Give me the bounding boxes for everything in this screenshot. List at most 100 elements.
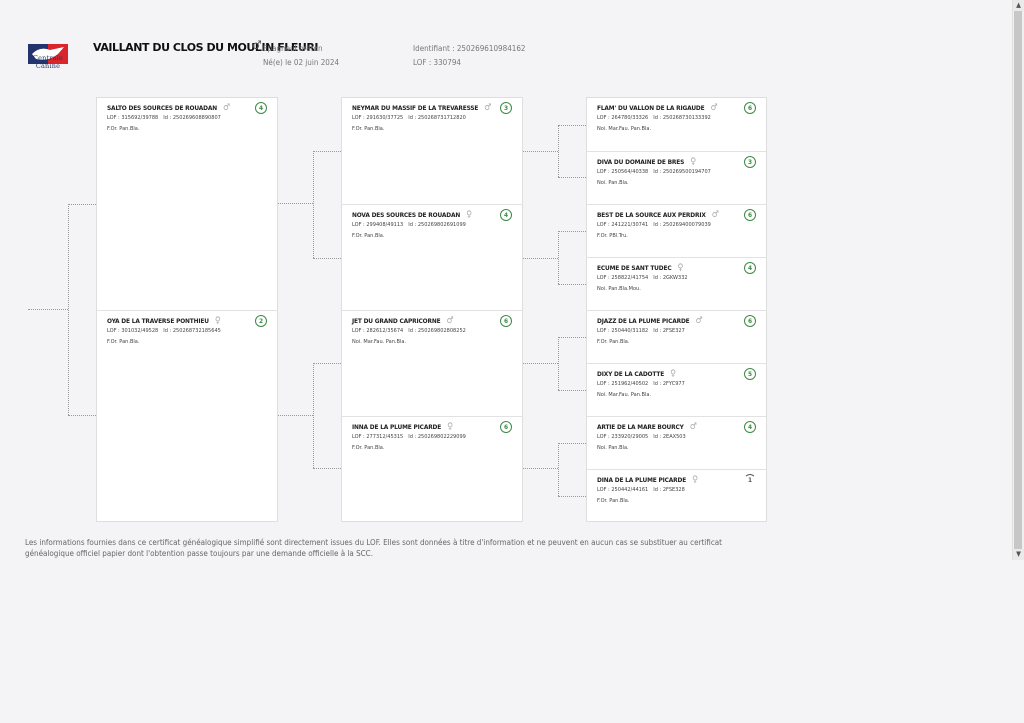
ancestor-entry: NEYMAR DU MASSIF DE LA TREVARESSE♂ LOF : … bbox=[342, 98, 522, 204]
generation-badge: 3 bbox=[500, 102, 512, 114]
ancestor-lof: LOF : 264780/33326 bbox=[597, 115, 649, 121]
male-icon: ♂ bbox=[446, 316, 454, 326]
ancestor-registration: LOF : 301032/49528 Id : 250268732185645 bbox=[107, 327, 277, 335]
ancestor-lof: LOF : 250440/31182 bbox=[597, 328, 649, 334]
generation-badge: 6 bbox=[500, 421, 512, 433]
ancestor-lof: LOF : 241221/30741 bbox=[597, 222, 649, 228]
ancestor-color: Noi. Mar.Fau. Pan.Bla. bbox=[352, 339, 407, 345]
ancestor-id: Id : 250269400079039 bbox=[653, 222, 711, 228]
ancestor-name: NOVA DES SOURCES DE ROUADAN♀ bbox=[352, 210, 472, 220]
ancestor-color: Noi. Pan.Bla. bbox=[597, 445, 629, 451]
ancestor-id: Id : 2EAX503 bbox=[653, 434, 686, 440]
ancestor-color: Noi. Pan.Bla.Mou. bbox=[597, 286, 641, 292]
ancestor-lof: LOF : 250564/40338 bbox=[597, 169, 649, 175]
ancestor-name: ARTIE DE LA MARE BOURCY♂ bbox=[597, 422, 697, 432]
female-icon: ♀ bbox=[670, 369, 676, 379]
generation-badge: 4 bbox=[500, 209, 512, 221]
ancestor-color: Noi. Mar.Fau. Pan.Bla. bbox=[597, 392, 652, 398]
generation-badge: 4 bbox=[255, 102, 267, 114]
centrale-canine-logo bbox=[28, 44, 68, 64]
ancestor-entry: DJAZZ DE LA PLUME PICARDE♂LOF : 250440/3… bbox=[587, 310, 766, 363]
female-icon: ♀ bbox=[214, 316, 221, 326]
generation-3-card: FLAM' DU VALLON DE LA RIGAUDE♂LOF : 2647… bbox=[586, 97, 767, 522]
male-icon: ♂ bbox=[252, 38, 262, 52]
ancestor-name: FLAM' DU VALLON DE LA RIGAUDE♂ bbox=[597, 103, 718, 113]
ancestor-name: INNA DE LA PLUME PICARDE♀ bbox=[352, 422, 453, 432]
male-icon: ♂ bbox=[711, 210, 719, 220]
ancestor-entry: OYA DE LA TRAVERSE PONTHIEU♀LOF : 301032… bbox=[97, 310, 277, 522]
ancestor-color: F.Or. Pan.Bla. bbox=[597, 339, 630, 345]
ancestor-color: F.Or. Pan.Bla. bbox=[597, 498, 630, 504]
ancestor-color: F.Or. PBl.Tru. bbox=[597, 233, 628, 239]
ancestor-lof: LOF : 250442/44161 bbox=[597, 487, 649, 493]
ancestor-color: Noi. Pan.Bla. bbox=[597, 180, 629, 186]
ancestor-name: DIVA DU DOMAINE DE BRES♀ bbox=[597, 157, 696, 167]
ancestor-registration: LOF : 299408/49113 Id : 250269802691099 bbox=[352, 221, 522, 229]
generation-badge: 5 bbox=[744, 368, 756, 380]
ancestor-id: Id : 250269500194707 bbox=[653, 169, 711, 175]
ancestor-name: OYA DE LA TRAVERSE PONTHIEU♀ bbox=[107, 316, 221, 326]
ancestor-color: F.Or. Pan.Bla. bbox=[107, 126, 140, 132]
ancestor-lof: LOF : 258822/41754 bbox=[597, 275, 649, 281]
ancestor-name: ECUME DE SANT TUDEC♀ bbox=[597, 263, 684, 273]
ancestor-lof: LOF : 291630/37725 bbox=[352, 115, 404, 121]
generation-badge: 6 bbox=[744, 102, 756, 114]
ancestor-color: F.Or. Pan.Bla. bbox=[352, 233, 385, 239]
generation-badge: 6 bbox=[744, 315, 756, 327]
ancestor-registration: LOF : 250440/31182 Id : 2FSE327 bbox=[597, 327, 766, 335]
ancestor-color: Noi. Mar.Fau. Pan.Bla. bbox=[597, 126, 652, 132]
ancestor-name: JET DU GRAND CAPRICORNE♂ bbox=[352, 316, 454, 326]
ancestor-entry: INNA DE LA PLUME PICARDE♀LOF : 277312/45… bbox=[342, 416, 522, 522]
ancestor-id: Id : 2FSE327 bbox=[653, 328, 685, 334]
vertical-scrollbar[interactable]: ▲ ▼ bbox=[1012, 0, 1024, 560]
ancestor-registration: LOF : 241221/30741 Id : 250269400079039 bbox=[597, 221, 766, 229]
ancestor-lof: LOF : 282612/35674 bbox=[352, 328, 404, 334]
ancestor-lof: LOF : 277312/45315 bbox=[352, 434, 404, 440]
generation-badge: 4 bbox=[744, 421, 756, 433]
ancestor-id: Id : 250268732185645 bbox=[163, 328, 221, 334]
ancestor-id: Id : 250269802691099 bbox=[408, 222, 466, 228]
ancestor-lof: LOF : 233920/29005 bbox=[597, 434, 649, 440]
scroll-thumb[interactable] bbox=[1014, 11, 1022, 549]
generation-badge: 2 bbox=[255, 315, 267, 327]
female-icon: ♀ bbox=[692, 475, 698, 485]
ancestor-registration: LOF : 233920/29005 Id : 2EAX503 bbox=[597, 433, 766, 441]
ancestor-entry: ARTIE DE LA MARE BOURCY♂LOF : 233920/290… bbox=[587, 416, 766, 469]
male-icon: ♂ bbox=[689, 422, 697, 432]
ancestor-color: F.Or. Pan.Bla. bbox=[107, 339, 140, 345]
ancestor-id: Id : 2FSE328 bbox=[653, 487, 685, 493]
ancestor-id: Id : 250269802808252 bbox=[408, 328, 466, 334]
generation-badge: 4 bbox=[744, 262, 756, 274]
ancestor-id: Id : 250269802229099 bbox=[408, 434, 466, 440]
breed: Epagneul breton bbox=[263, 44, 323, 53]
logo-text: Centrale Canine bbox=[32, 54, 64, 70]
scroll-up-arrow-icon[interactable]: ▲ bbox=[1013, 0, 1024, 11]
female-icon: ♀ bbox=[690, 157, 696, 167]
female-icon: ♀ bbox=[447, 422, 453, 432]
ancestor-entry: BEST DE LA SOURCE AUX PERDRIX♂LOF : 2412… bbox=[587, 204, 766, 257]
birth-date: Né(e) le 02 juin 2024 bbox=[263, 58, 340, 67]
ancestor-id: Id : 2FYC977 bbox=[653, 381, 685, 387]
ancestor-id: Id : 2GKW332 bbox=[653, 275, 688, 281]
ancestor-lof: LOF : 251962/40502 bbox=[597, 381, 649, 387]
ancestor-entry: DIVA DU DOMAINE DE BRES♀ LOF : 250564/403… bbox=[587, 151, 766, 204]
ancestor-registration: LOF : 277312/45315 Id : 250269802229099 bbox=[352, 433, 522, 441]
ancestor-entry: NOVA DES SOURCES DE ROUADAN♀LOF : 299408… bbox=[342, 204, 522, 310]
ancestor-id: Id : 250268730133392 bbox=[653, 115, 711, 121]
ancestor-name: NEYMAR DU MASSIF DE LA TREVARESSE♂ bbox=[352, 103, 492, 113]
ancestor-lof: LOF : 299408/49113 bbox=[352, 222, 404, 228]
lof-number: LOF : 330794 bbox=[413, 58, 461, 67]
male-icon: ♂ bbox=[484, 103, 492, 113]
ancestor-registration: LOF : 250442/44161 Id : 2FSE328 bbox=[597, 486, 766, 494]
ancestor-registration: LOF : 264780/33326 Id : 250268730133392 bbox=[597, 114, 766, 122]
ancestor-entry: SALTO DES SOURCES DE ROUADAN♂LOF : 31569… bbox=[97, 98, 277, 310]
female-icon: ♀ bbox=[466, 210, 472, 220]
ancestor-entry: ECUME DE SANT TUDEC♀ LOF : 258822/41754 Id… bbox=[587, 257, 766, 310]
disclaimer: Les informations fournies dans ce certif… bbox=[25, 538, 723, 558]
scroll-down-arrow-icon[interactable]: ▼ bbox=[1013, 549, 1024, 560]
ancestor-lof: LOF : 315692/39788 bbox=[107, 115, 159, 121]
generation-badge: 6 bbox=[500, 315, 512, 327]
ancestor-lof: LOF : 301032/49528 bbox=[107, 328, 159, 334]
